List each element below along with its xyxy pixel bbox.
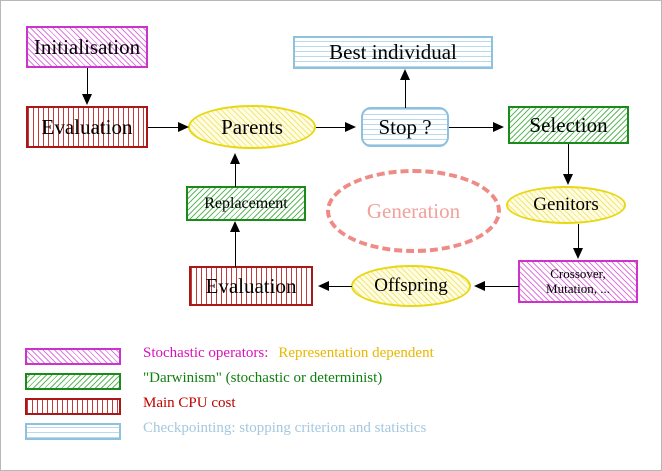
legend-label-part-1: Stochastic operators: — [143, 345, 269, 361]
legend-row: Stochastic operators: Representation depe… — [25, 345, 645, 371]
node-crossover-mutation[interactable]: Crossover, Mutation, ... — [518, 260, 638, 303]
arrowhead-evaluation-to-parents — [178, 122, 189, 132]
node-evaluation-bottom[interactable]: Evaluation — [189, 266, 313, 306]
arrowhead-parents-to-stop — [345, 122, 356, 132]
arrowhead-genitors-to-crossover — [573, 248, 583, 259]
arrowhead-stop-to-best-individual — [400, 69, 410, 80]
edge-stop-to-selection — [449, 127, 493, 128]
edge-crossover-to-offspring — [485, 286, 519, 287]
edge-parents-to-stop — [316, 127, 346, 128]
legend: Stochastic operators: Representation depe… — [25, 345, 645, 446]
arrowhead-selection-to-genitors — [563, 174, 573, 185]
arrowhead-initialisation-to-evaluation — [82, 94, 92, 105]
legend-label-cpu-cost: Main CPU cost — [143, 395, 236, 411]
edge-initialisation-to-evaluation — [87, 68, 88, 95]
node-selection[interactable]: Selection — [508, 106, 629, 144]
node-initialisation[interactable]: Initialisation — [26, 26, 148, 68]
node-offspring[interactable]: Offspring — [351, 265, 471, 307]
legend-row: "Darwinism" (stochastic or determinist) — [25, 370, 645, 396]
edge-stop-to-best-individual — [405, 80, 406, 108]
edge-evaluation-to-parents — [148, 127, 179, 128]
legend-label-stochastic-operators: Stochastic operators: Representation depe… — [143, 345, 434, 362]
legend-row: Main CPU cost — [25, 395, 645, 421]
node-evaluation-top[interactable]: Evaluation — [26, 106, 148, 148]
legend-swatch-stochastic-operators — [25, 348, 121, 365]
node-replacement[interactable]: Replacement — [186, 186, 306, 221]
legend-label-checkpointing: Checkpointing: stopping criterion and st… — [143, 420, 427, 436]
legend-label-part-2: Representation dependent — [278, 345, 434, 361]
node-stop[interactable]: Stop ? — [361, 107, 449, 147]
legend-swatch-darwinism — [25, 373, 121, 390]
node-parents[interactable]: Parents — [188, 105, 316, 149]
arrowhead-evaluation-to-replacement — [230, 221, 240, 232]
edge-replacement-to-parents — [235, 164, 236, 187]
arrowhead-stop-to-selection — [493, 122, 504, 132]
node-generation-loop: Generation — [326, 169, 501, 253]
edge-genitors-to-crossover — [578, 224, 579, 249]
arrowhead-replacement-to-parents — [230, 153, 240, 164]
arrowhead-crossover-to-offspring — [474, 281, 485, 291]
edge-evaluation-to-replacement — [235, 231, 236, 267]
edge-offspring-to-evaluation — [329, 286, 352, 287]
arrowhead-offspring-to-evaluation — [318, 281, 329, 291]
legend-swatch-checkpointing — [25, 423, 121, 440]
node-best-individual[interactable]: Best individual — [293, 36, 493, 69]
legend-row: Checkpointing: stopping criterion and st… — [25, 420, 645, 446]
legend-label-darwinism: "Darwinism" (stochastic or determinist) — [143, 370, 383, 386]
edge-selection-to-genitors — [568, 144, 569, 175]
node-genitors[interactable]: Genitors — [506, 186, 626, 224]
legend-swatch-cpu-cost — [25, 398, 121, 415]
